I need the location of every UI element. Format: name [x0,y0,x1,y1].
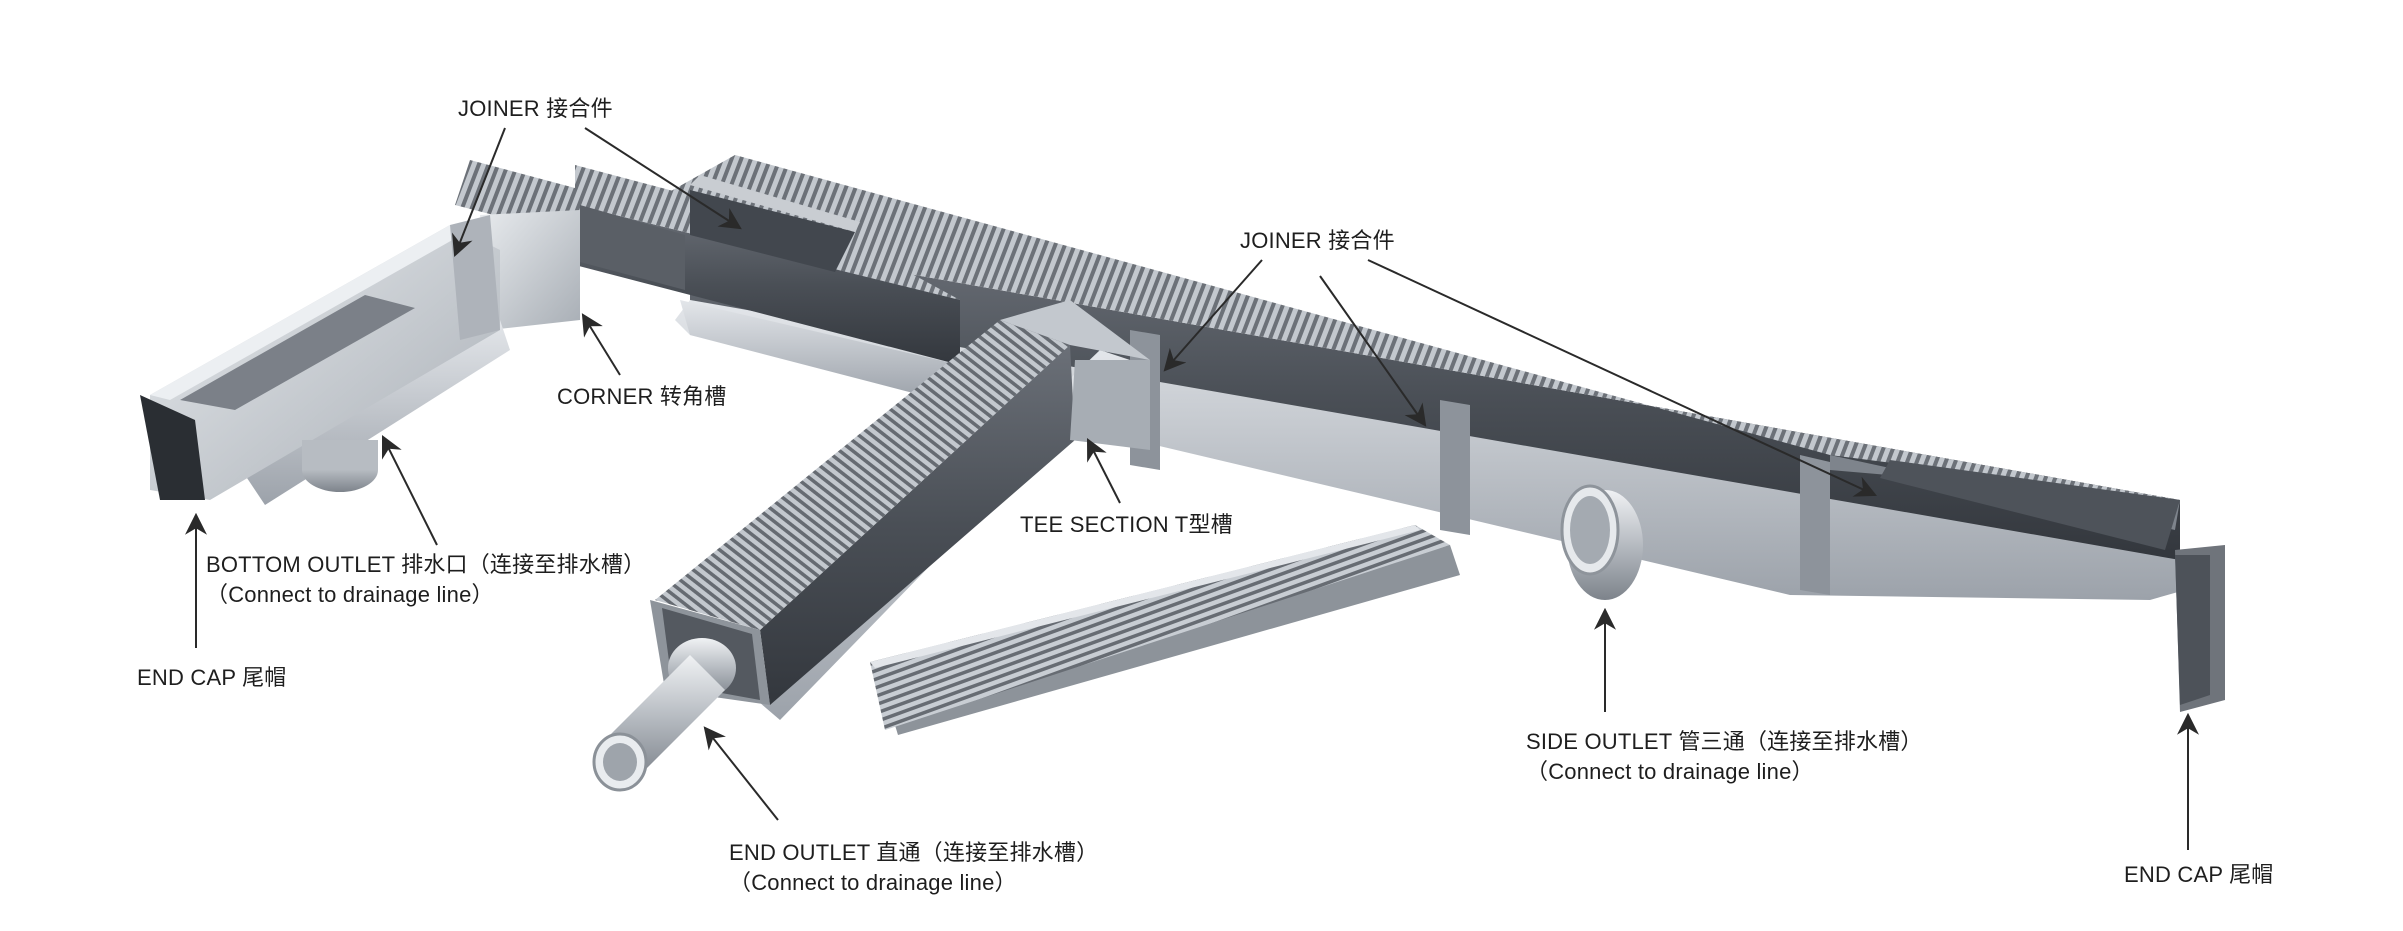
label-corner: CORNER 转角槽 [557,384,727,409]
label-end-cap-2: END CAP 尾帽 [2124,862,2274,887]
arrow-joiner-1a [452,127,506,258]
label-side-outlet-line2: （Connect to drainage line） [1526,759,1814,784]
label-end-outlet-line1: END OUTLET 直通（连接至排水槽） [729,840,1099,865]
branch-channel-side [760,345,1075,705]
corner-piece-wall [580,205,685,290]
loose-grate [870,525,1460,735]
right-end-cap-face [2175,555,2210,705]
left-channel-interior [180,295,415,410]
arrow-bottom-outlet [382,435,438,546]
leader-arrows [185,127,2199,850]
corner-piece-light [480,210,580,330]
right-end-open-interior [1880,460,2180,550]
left-end-cap [140,395,205,500]
label-joiner-1: JOINER 接合件 [458,96,613,121]
label-bottom-outlet-line1: BOTTOM OUTLET 排水口（连接至排水槽） [206,552,646,577]
loose-grate-rim [870,525,1420,668]
arrow-joiner-1b [584,127,742,230]
tee-junction-face [1070,360,1150,450]
label-end-outlet-line2: （Connect to drainage line） [729,870,1017,895]
arrow-joiner-2b [1319,275,1427,427]
main-joiner-band-3 [1800,455,1830,595]
label-side-outlet-line1: SIDE OUTLET 管三通（连接至排水槽） [1526,729,1923,754]
arrow-tee-section [1087,438,1121,504]
loose-grate-shadow [878,545,1460,735]
bottom-outlet-pipe-stem [302,440,378,470]
loose-grate-top [870,525,1450,730]
left-top-channel [455,160,960,400]
left-top-channel-flange [680,300,960,400]
side-outlet-pipe-inner [1570,496,1610,564]
main-joiner-band-2 [1440,400,1470,535]
left-channel [140,215,510,505]
main-channel-grate [655,155,2180,500]
arrow-joiner-2a [1163,259,1263,372]
left-channel-top-rim [150,225,470,400]
label-end-cap-1: END CAP 尾帽 [137,665,287,690]
arrow-corner [581,313,621,376]
arrow-end-outlet [703,726,779,821]
tee-junction-top [1000,300,1150,360]
label-tee-section: TEE SECTION T型槽 [1020,512,1233,537]
end-outlet-pipe-inner [603,743,637,781]
label-bottom-outlet-line2: （Connect to drainage line） [206,582,494,607]
branch-channel [592,300,1150,792]
label-joiner-2: JOINER 接合件 [1240,228,1395,253]
left-top-open-rim [690,175,860,232]
branch-channel-grate [655,320,1070,630]
left-channel-body [150,225,500,500]
arrow-joiner-2c [1367,259,1877,497]
